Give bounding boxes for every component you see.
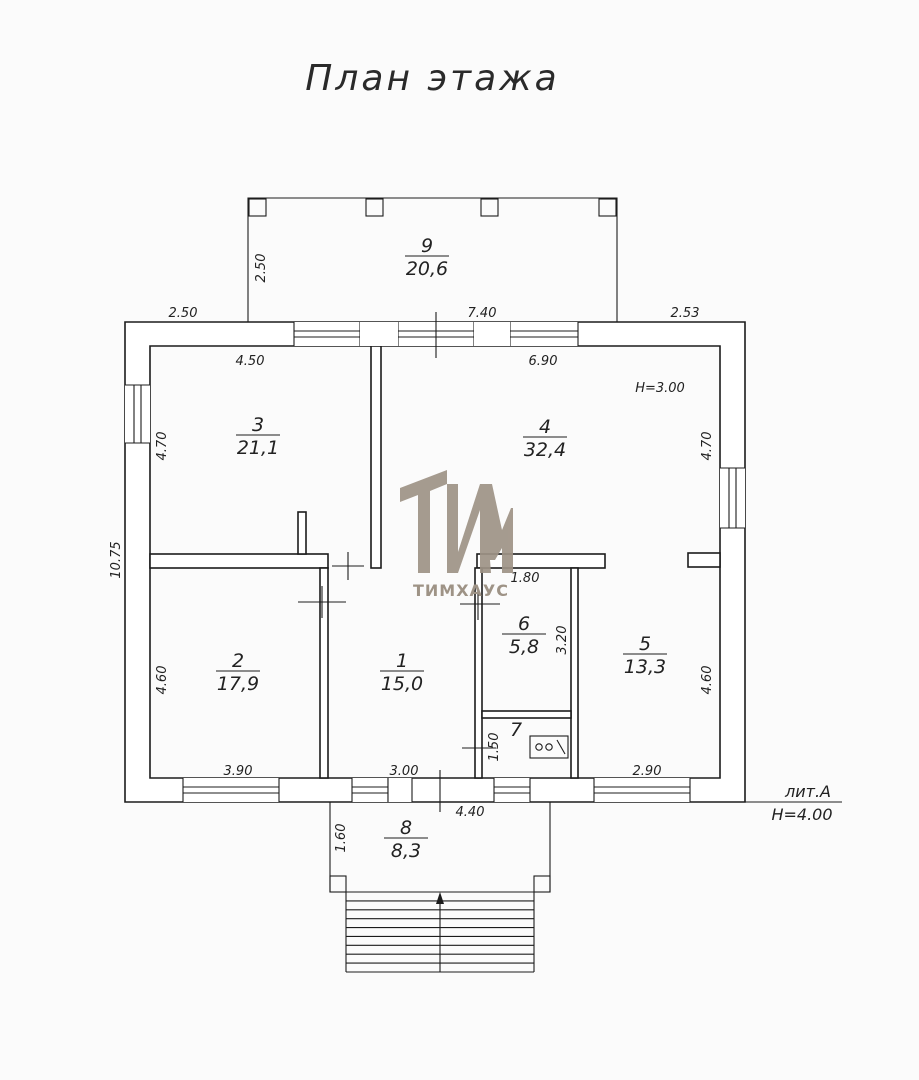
room-labels: 115,0 217,9 321,1 432,4 513,3 65,8 7 88,3 920,6 [216,235,667,862]
dim-room7-depth: 1.50 [487,733,502,762]
dim-porch-depth: 1.60 [334,824,349,853]
room-number: 5 [639,633,651,655]
room-number: 4 [539,416,551,438]
terrace [247,197,618,322]
dim-room6-depth: 3.20 [555,626,570,655]
room-area: 32,4 [524,439,566,461]
dim-terrace-depth: 2.50 [254,254,269,283]
dim-top-right: 2.53 [671,306,700,321]
dim-room3-width: 4.50 [236,354,265,369]
porch [329,802,551,893]
dim-room5-depth: 4.60 [700,666,715,695]
dim-porch-width: 4.40 [456,805,485,820]
room-4-label: 432,4 [523,416,567,461]
dim-room6-width: 1.80 [511,571,540,586]
dim-top-mid: 7.40 [468,306,497,321]
dim-overall-depth: 10.75 [109,541,124,578]
dimension-labels: 2.50 2.50 7.40 2.53 4.50 6.90 H=3.00 4.7… [109,254,833,853]
room-9-label: 920,6 [405,235,449,280]
room-1-label: 115,0 [380,650,424,695]
watermark-caption: ТИМХАУС [413,581,509,600]
room-2-label: 217,9 [216,650,260,695]
room-area: 20,6 [406,258,448,280]
room-number: 9 [421,235,433,257]
room-area: 21,1 [237,437,279,459]
room-3-label: 321,1 [236,414,280,459]
room-area: 13,3 [624,656,666,678]
lit-label: лит.А [784,782,831,801]
section-marks [298,312,500,812]
total-height-label: H=4.00 [771,805,832,824]
dim-room5-width: 2.90 [633,764,662,779]
room-area: 17,9 [217,673,259,695]
dim-room2-depth: 4.60 [155,666,170,695]
room-number: 3 [252,414,264,436]
room-number: 2 [232,650,244,672]
dim-room2-width: 3.90 [224,764,253,779]
room-number: 7 [510,719,522,741]
room-7-label: 7 [510,719,522,741]
stove-icon [529,735,569,759]
room-6-label: 65,8 [502,613,546,658]
watermark-logo: ТИМХАУС [400,470,513,600]
room-8-label: 88,3 [384,817,428,862]
page-title: План этажа [305,58,560,99]
room-area: 15,0 [381,673,423,695]
room-5-label: 513,3 [623,633,667,678]
room-area: 8,3 [391,840,421,862]
dim-room4-width: 6.90 [529,354,558,369]
dim-ceiling-height: H=3.00 [635,381,685,396]
dim-top-left: 2.50 [169,306,198,321]
interior-walls [149,345,721,779]
room-number: 8 [400,817,412,839]
room-number: 6 [518,613,530,635]
entry-arrow-icon [436,892,444,972]
dim-room3-depth: 4.70 [155,432,170,461]
room-number: 1 [396,650,408,672]
dim-room1-width: 3.00 [390,764,419,779]
dim-room4-depth: 4.70 [700,432,715,461]
room-area: 5,8 [509,636,539,658]
